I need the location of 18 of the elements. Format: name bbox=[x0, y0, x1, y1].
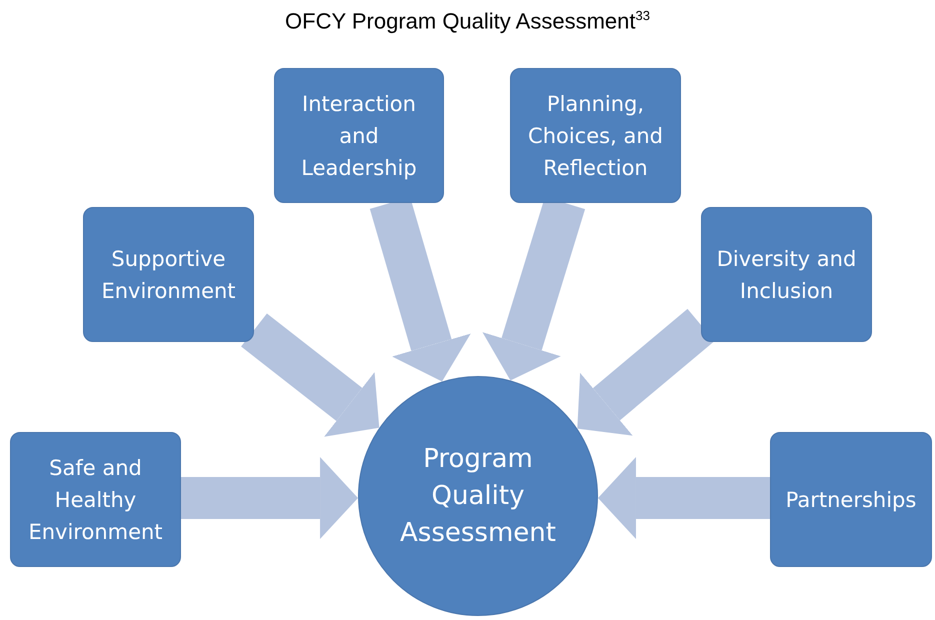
category-box bbox=[10, 432, 181, 567]
node-label: Program Quality Assessment bbox=[399, 442, 557, 550]
node-label: Supportive Environment bbox=[100, 246, 237, 304]
diagram-title: OFCY Program Quality Assessment$^{33}$ bbox=[284, 8, 651, 34]
node-label: Planning, Choices, and Reflection bbox=[527, 90, 664, 182]
block-arrow bbox=[181, 457, 358, 539]
node-label: Partnerships bbox=[786, 486, 916, 514]
category-box bbox=[274, 68, 444, 203]
node-label: Interaction and Leadership bbox=[300, 90, 418, 182]
category-box bbox=[701, 207, 872, 342]
block-arrow bbox=[577, 308, 714, 436]
block-arrow bbox=[241, 313, 380, 437]
node-label: Diversity and Inclusion bbox=[716, 246, 858, 304]
block-arrow bbox=[598, 457, 770, 539]
category-box bbox=[770, 432, 932, 567]
category-box bbox=[510, 68, 681, 203]
node-label: Safe and Healthy Environment bbox=[27, 454, 164, 546]
category-box bbox=[83, 207, 254, 342]
